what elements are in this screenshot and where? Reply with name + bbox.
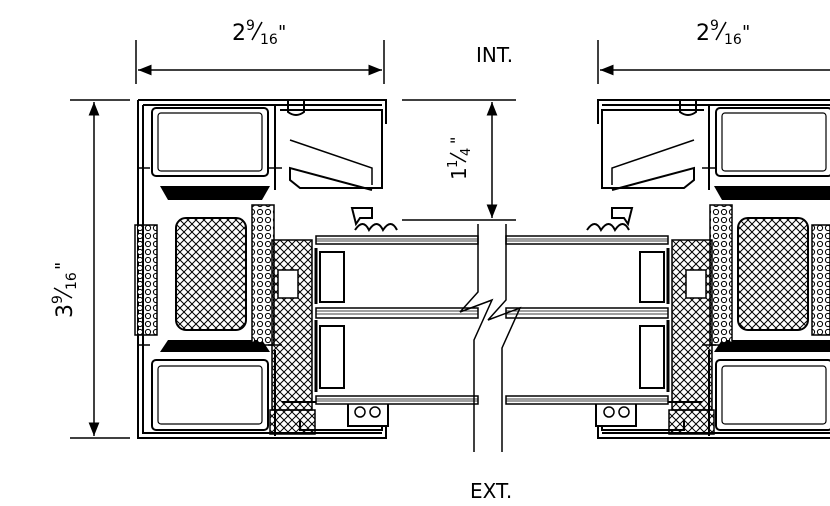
label-glazing-offset: 1 1 4 " <box>446 137 474 180</box>
svg-text:16: 16 <box>64 272 80 290</box>
svg-text:1: 1 <box>447 167 471 180</box>
dim-right-frame-width <box>597 40 830 84</box>
svg-text:9: 9 <box>246 18 255 34</box>
left-glazing-gasket <box>269 207 398 435</box>
glazing-right-half <box>505 235 670 405</box>
svg-text:3: 3 <box>53 304 78 318</box>
break-symbol <box>459 224 522 452</box>
svg-text:16: 16 <box>260 32 278 48</box>
dim-frame-depth <box>70 99 130 439</box>
label-interior: INT. <box>476 43 513 67</box>
label-exterior: EXT. <box>470 479 512 503</box>
svg-text:9: 9 <box>710 18 719 34</box>
label-right-frame-width: 2 9 16 " <box>696 18 750 48</box>
right-glazing-gasket <box>586 207 715 435</box>
svg-text:": " <box>447 137 466 144</box>
svg-text:2: 2 <box>232 21 246 46</box>
label-frame-depth: 3 9 16 " <box>50 262 80 318</box>
svg-text:16: 16 <box>724 32 742 48</box>
svg-text:1: 1 <box>446 160 461 168</box>
right-thermal-break <box>709 186 830 352</box>
glazing-left-half <box>314 235 479 405</box>
svg-text:": " <box>742 22 750 43</box>
svg-text:9: 9 <box>50 295 66 304</box>
svg-text:": " <box>278 22 286 43</box>
label-left-frame-width: 2 9 16 " <box>232 18 286 48</box>
dim-left-frame-width <box>135 40 385 84</box>
svg-text:2: 2 <box>696 21 710 46</box>
svg-text:4: 4 <box>459 148 474 156</box>
dim-glazing-offset <box>402 99 516 221</box>
left-thermal-break <box>134 186 275 352</box>
svg-text:": " <box>52 262 73 270</box>
glazing-unit <box>314 224 670 452</box>
